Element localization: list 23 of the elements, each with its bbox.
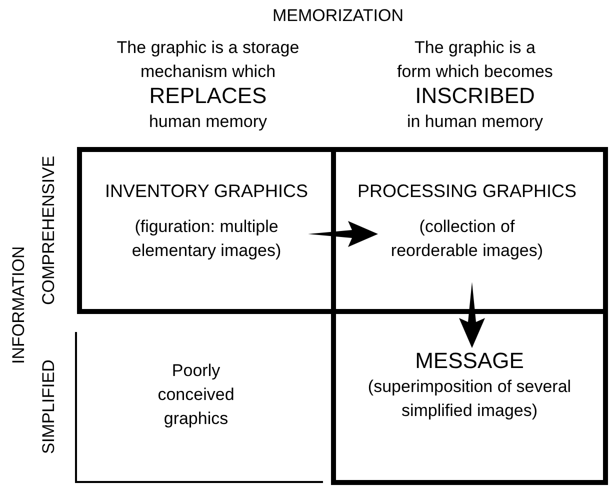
- arrow: [459, 282, 485, 348]
- node-description: (figuration: multiple elementary images): [130, 216, 282, 262]
- header-keyword: INSCRIBED: [414, 84, 536, 108]
- row-label: SIMPLIFIED: [38, 358, 59, 456]
- open-cell: [75, 332, 323, 483]
- header-text: The graphic is a form which becomes: [396, 37, 554, 83]
- axis-title: INFORMATION: [8, 245, 29, 366]
- axis-title: MEMORIZATION: [272, 5, 404, 27]
- row-label: COMPREHENSIVE: [38, 154, 59, 308]
- matrix-cell: [77, 147, 336, 314]
- matrix-cell: [336, 147, 608, 314]
- header-text: The graphic is a storage mechanism which: [116, 37, 300, 83]
- matrix-cell: [331, 314, 608, 485]
- header-keyword: REPLACES: [148, 84, 268, 108]
- header-text: in human memory: [406, 111, 544, 133]
- node-text: Poorly conceived graphics: [156, 360, 236, 430]
- arrow: [308, 221, 378, 247]
- node-heading: INVENTORY GRAPHICS: [104, 180, 310, 203]
- node-heading: PROCESSING GRAPHICS: [356, 180, 578, 203]
- node-heading: MESSAGE: [414, 347, 525, 375]
- header-text: human memory: [148, 111, 268, 133]
- node-description: (collection of reorderable images): [390, 216, 544, 262]
- node-description: (superimposition of several simplified images): [366, 376, 572, 422]
